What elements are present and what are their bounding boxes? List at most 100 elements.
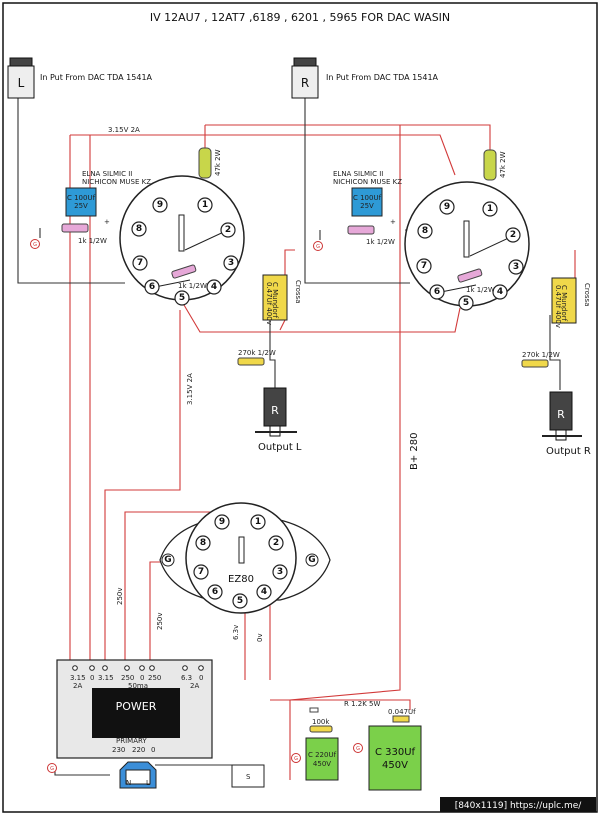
svg-text:5: 5: [179, 293, 185, 303]
svg-text:2: 2: [510, 230, 516, 240]
svg-text:G: G: [33, 242, 37, 248]
svg-text:270k 1/2W: 270k 1/2W: [238, 349, 276, 357]
svg-text:G: G: [164, 555, 171, 565]
v63-label: 6.3v: [232, 625, 240, 640]
svg-text:3: 3: [228, 258, 234, 268]
svg-text:6: 6: [149, 282, 155, 292]
resistor-filter: R 1.2K 5W: [309, 700, 380, 713]
svg-text:1k 1/2W: 1k 1/2W: [78, 237, 107, 245]
svg-text:S: S: [246, 773, 251, 781]
svg-text:0.47Uf 400v: 0.47Uf 400v: [265, 282, 273, 325]
svg-text:+: +: [104, 218, 110, 226]
capacitor-filter-1: C 220Uf 450V: [305, 737, 339, 781]
wire-heater-side: [104, 310, 181, 680]
tube-socket-left: 1 2 3 4 5 6 7 8 9: [119, 175, 245, 306]
svg-text:C Mundorf: C Mundorf: [271, 282, 279, 319]
svg-text:N: N: [126, 779, 131, 787]
svg-text:R: R: [557, 408, 565, 421]
capacitor-small: 0.047Uf: [388, 708, 416, 723]
svg-text:5: 5: [463, 298, 469, 308]
svg-text:2: 2: [225, 225, 231, 235]
svg-text:PRIMARY: PRIMARY: [116, 737, 147, 745]
input-label-right: In Put From DAC TDA 1541A: [326, 73, 439, 82]
svg-text:0: 0: [140, 674, 144, 682]
svg-text:8: 8: [422, 226, 428, 236]
svg-text:C 220Uf: C 220Uf: [308, 751, 337, 759]
svg-text:2: 2: [273, 538, 279, 548]
wire-input-right: [304, 95, 410, 284]
capacitor-coupling-left: C Mundorf 0.47Uf 400v Crossa: [262, 274, 302, 325]
v0-label: 0v: [256, 633, 264, 642]
bplus-label: B+ 280: [409, 432, 420, 470]
svg-text:1: 1: [487, 204, 493, 214]
heater-side-label: 3.15V 2A: [186, 373, 194, 405]
ground-symbol-trafo: G: [47, 763, 57, 773]
svg-text:5: 5: [237, 596, 243, 606]
svg-text:7: 7: [137, 258, 143, 268]
svg-text:C 330Uf: C 330Uf: [375, 747, 416, 758]
svg-text:3.15: 3.15: [98, 674, 114, 682]
svg-text:25V: 25V: [74, 202, 88, 210]
resistor-cathode-right: 1k 1/2W: [347, 225, 395, 246]
svg-text:450V: 450V: [382, 760, 408, 771]
svg-text:G: G: [50, 766, 54, 772]
watermark-bar: [440, 797, 596, 812]
svg-text:3: 3: [513, 262, 519, 272]
svg-text:4: 4: [261, 587, 267, 597]
svg-text:8: 8: [200, 538, 206, 548]
svg-text:C Mundorf: C Mundorf: [560, 285, 568, 322]
svg-text:450V: 450V: [313, 760, 331, 768]
wire-250a: [124, 511, 220, 680]
svg-text:2A: 2A: [190, 682, 199, 690]
tube-socket-right: 1 2 3 4 5 6 7 8 9: [404, 181, 530, 311]
svg-text:0.47Uf 400v: 0.47Uf 400v: [554, 285, 562, 328]
svg-text:R: R: [301, 76, 309, 90]
heater-top-label: 3.15V 2A: [108, 126, 140, 134]
resistor-anode-left: 47k 2W: [198, 147, 222, 179]
transformer-name: POWER: [116, 700, 157, 713]
svg-text:R 1.2K 5W: R 1.2K 5W: [344, 700, 380, 708]
v250b-label: 250v: [156, 612, 164, 630]
svg-text:L: L: [18, 76, 25, 90]
svg-text:R: R: [271, 404, 279, 417]
svg-text:7: 7: [198, 567, 204, 577]
svg-text:25V: 25V: [360, 202, 374, 210]
ground-symbol-left: G: [30, 239, 40, 249]
svg-text:6: 6: [434, 287, 440, 297]
watermark: [840x1119] https://uplc.me/: [455, 801, 583, 811]
iec-socket: N L: [119, 761, 157, 789]
resistor-grid-right: 1k 1/2W: [457, 268, 495, 294]
rectifier-label: EZ80: [228, 574, 254, 585]
output-jack-right: R: [542, 391, 582, 441]
wire-filter: [270, 699, 411, 710]
wire-bplus-top: [205, 124, 491, 150]
power-switch: S: [231, 764, 265, 788]
svg-text:Crossa: Crossa: [294, 280, 302, 303]
v250a-label: 250v: [116, 587, 124, 605]
capacitor-coupling-right: C Mundorf 0.47Uf 400v Crossa: [551, 277, 591, 328]
svg-text:9: 9: [219, 517, 225, 527]
svg-text:270k 1/2W: 270k 1/2W: [522, 351, 560, 359]
svg-text:1k 1/2W: 1k 1/2W: [366, 238, 395, 246]
svg-text:C 100Uf: C 100Uf: [353, 194, 382, 202]
ground-symbol-filter-2: G: [353, 743, 363, 753]
svg-text:ELNA SILMIC II: ELNA SILMIC II: [333, 170, 383, 178]
svg-text:230: 230: [112, 746, 125, 754]
svg-text:250: 250: [121, 674, 134, 682]
wire-bplus: [289, 125, 401, 780]
svg-text:3.15: 3.15: [70, 674, 86, 682]
svg-text:2A: 2A: [73, 682, 82, 690]
wire-heater-cross: [183, 304, 461, 333]
svg-text:Crossa: Crossa: [583, 283, 591, 306]
svg-text:0.047Uf: 0.047Uf: [388, 708, 416, 716]
svg-text:NICHICON MUSE KZ: NICHICON MUSE KZ: [333, 178, 402, 186]
wire-out-left: [269, 315, 276, 390]
svg-text:+: +: [390, 218, 396, 226]
svg-text:1: 1: [202, 200, 208, 210]
svg-text:250: 250: [148, 674, 161, 682]
ground-symbol-filter: G: [291, 753, 301, 763]
svg-text:NICHICON MUSE KZ: NICHICON MUSE KZ: [82, 178, 151, 186]
svg-text:0: 0: [151, 746, 155, 754]
svg-text:G: G: [316, 244, 320, 250]
